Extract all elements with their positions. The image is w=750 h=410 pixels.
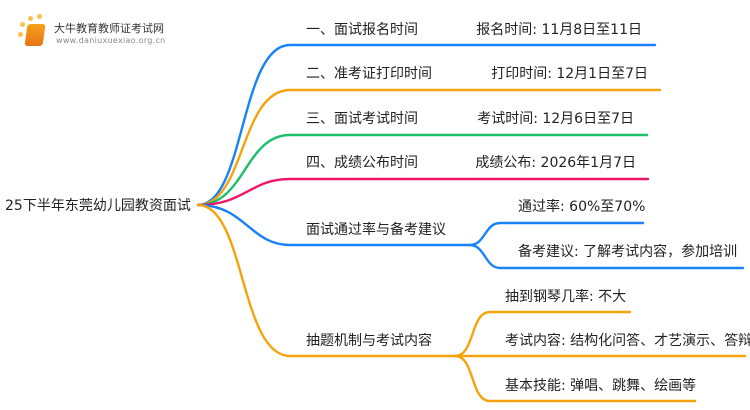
branch-detail: 考试时间: 12月6日至7日	[477, 111, 634, 127]
logo-dot	[20, 22, 25, 27]
connector-6-3	[453, 354, 697, 403]
connector-5-2	[468, 243, 745, 270]
branch-label: 四、成绩公布时间	[306, 155, 418, 171]
logo-dot	[37, 14, 42, 19]
branch-label: 抽题机制与考试内容	[306, 333, 432, 349]
branch-label: 三、面试考试时间	[306, 111, 418, 127]
connector-3	[196, 133, 649, 207]
connector-1	[196, 43, 657, 207]
connector-6-1	[453, 310, 632, 358]
sub-node: 基本技能: 弹唱、跳舞、绘画等	[505, 378, 697, 394]
connector-5	[196, 203, 472, 247]
root-node: 25下半年东莞幼儿园教资面试	[5, 198, 191, 214]
connector-6	[196, 203, 747, 358]
sub-node: 备考建议: 了解考试内容，参加培训	[518, 244, 738, 260]
logo: 大牛教育教师证考试网 www.daniuxuexiao.org.cn	[18, 14, 165, 50]
branch-detail: 成绩公布: 2026年1月7日	[475, 155, 636, 171]
branch-label: 二、准考证打印时间	[306, 66, 432, 82]
branch-label: 一、面试报名时间	[306, 22, 418, 38]
branch-detail: 打印时间: 12月1日至7日	[491, 66, 648, 82]
logo-name: 大牛教育教师证考试网	[54, 22, 164, 35]
logo-dot	[18, 32, 23, 37]
branch-detail: 报名时间: 11月8日至11日	[476, 22, 642, 38]
sub-node: 抽到钢琴几率: 不大	[505, 289, 627, 305]
logo-url: www.daniuxuexiao.org.cn	[56, 36, 166, 45]
connector-4	[196, 177, 650, 207]
sub-node: 考试内容: 结构化问答、才艺演示、答辩	[505, 333, 750, 349]
sub-node: 通过率: 60%至70%	[518, 199, 646, 215]
connector-2	[196, 88, 662, 207]
connector-5-1	[468, 221, 645, 247]
branch-label: 面试通过率与备考建议	[306, 222, 446, 238]
logo-dot	[28, 16, 33, 21]
